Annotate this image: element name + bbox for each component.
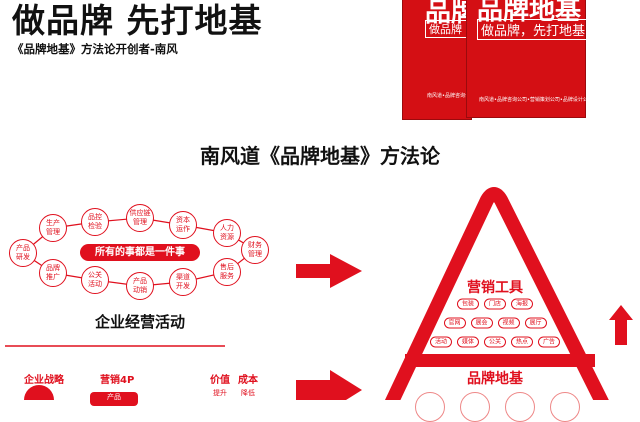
foundation-circle (415, 392, 445, 422)
tool-tag: 官网 (443, 317, 466, 329)
pyramid-outline (384, 187, 609, 400)
center-pill: 所有的事都是一件事 (80, 244, 200, 261)
activity-label: 售后 服务 (220, 263, 234, 280)
cost-label: 成本 (238, 375, 258, 386)
foundation-title: 品牌地基 (467, 371, 523, 387)
arrow-right-icon (296, 370, 362, 400)
page-title: 做品牌 先打地基 (12, 1, 263, 40)
pyramid-band (405, 354, 595, 367)
tool-tag: 公关 (483, 336, 507, 348)
activity-circle: 售后 服务 (213, 258, 241, 286)
product-pill: 产品 (90, 392, 138, 406)
arrow-right-icon (296, 254, 362, 288)
activity-label: 资本 运作 (176, 216, 190, 233)
strategy-shape (24, 385, 54, 400)
tool-tag: 热点 (510, 336, 534, 348)
activity-label: 产品 动销 (133, 277, 147, 294)
activity-circle: 财务 管理 (241, 236, 269, 264)
activity-circle: 资本 运作 (169, 211, 197, 239)
activity-label: 产品 研发 (16, 244, 30, 261)
tool-tag: 门店 (483, 298, 507, 310)
book-cover: 品牌地基 做品牌，先打地基 南风道•品牌咨询公司•营销策划公司•品牌设计公司 (466, 0, 593, 118)
activity-label: 渠道 开发 (176, 273, 190, 290)
activity-label: 生产 管理 (46, 219, 60, 236)
lower-label: 降低 (241, 389, 255, 397)
tool-tag: 视频 (497, 317, 520, 329)
activity-label: 人力 资源 (220, 224, 234, 241)
activity-circle: 渠道 开发 (169, 268, 197, 296)
arrow-up-icon (609, 305, 633, 345)
foundation-circle (505, 392, 535, 422)
page-subtitle: 《品牌地基》方法论开创者-南风 (12, 42, 178, 56)
activity-circle: 产品 研发 (9, 239, 37, 267)
tool-tag: 媒体 (456, 336, 480, 348)
activity-label: 品牌 推广 (46, 264, 60, 281)
tools-title: 营销工具 (467, 280, 523, 296)
activity-label: 财务 管理 (248, 241, 262, 258)
strategy-label: 企业战略 (24, 375, 64, 386)
section-title: 南风道《品牌地基》方法论 (200, 144, 440, 168)
activity-label: 供应链 管理 (129, 209, 151, 226)
tool-tag: 活动 (429, 336, 453, 348)
activity-circle: 品牌 推广 (39, 259, 67, 287)
activity-circle: 公关 活动 (81, 266, 109, 294)
tool-tag: 展厅 (524, 317, 547, 329)
marketing-label: 营销4P (100, 375, 135, 386)
activity-circle: 供应链 管理 (126, 204, 154, 232)
foundation-circle (550, 392, 580, 422)
value-label: 价值 (210, 375, 230, 386)
foundation-circle (460, 392, 490, 422)
activity-circle: 产品 动销 (126, 272, 154, 300)
activity-circle: 生产 管理 (39, 214, 67, 242)
activities-caption: 企业经营活动 (94, 313, 185, 331)
tool-tag: 包装 (456, 298, 480, 310)
tool-tag: 广告 (537, 336, 561, 348)
activity-circle: 品控 检验 (81, 208, 109, 236)
activity-label: 公关 活动 (88, 271, 102, 288)
tool-tag: 海报 (510, 298, 534, 310)
activity-circle: 人力 资源 (213, 219, 241, 247)
book-back: 品牌地基 做品牌 南风道•品牌咨询公司•营销策划公司•品牌设计公司 (402, 0, 472, 120)
activity-label: 品控 检验 (88, 213, 102, 230)
raise-label: 提升 (213, 389, 227, 397)
tool-tag: 展会 (470, 317, 493, 329)
